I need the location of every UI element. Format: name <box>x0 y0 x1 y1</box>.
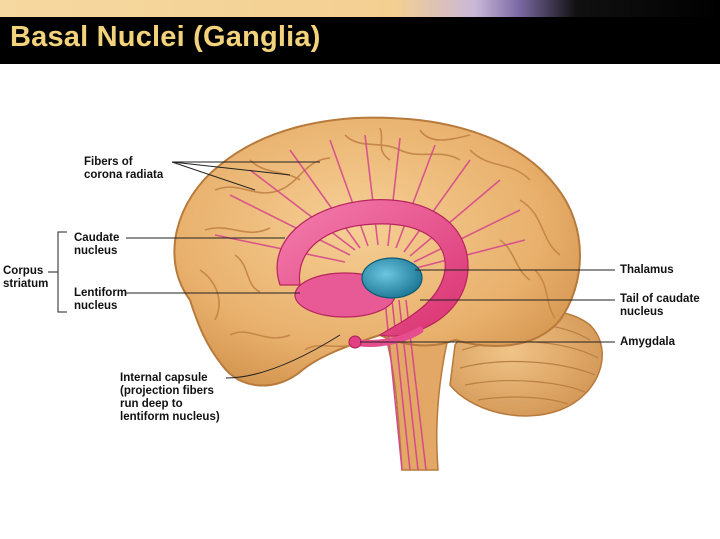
leader-lines <box>48 161 615 379</box>
label-internal-capsule: Internal capsule (projection fibers run … <box>120 372 220 423</box>
label-caudate-nucleus: Caudate nucleus <box>74 232 120 257</box>
cerebrum <box>173 116 581 387</box>
brain-diagram <box>48 116 615 471</box>
title-bar <box>0 17 720 64</box>
top-decorative-strip <box>0 0 720 17</box>
label-tail-of-caudate: Tail of caudate nucleus <box>620 293 700 318</box>
amygdala <box>348 335 362 349</box>
gyri-lines <box>199 127 561 351</box>
page-title: Basal Nuclei (Ganglia) <box>10 21 321 53</box>
thalamus <box>361 257 423 299</box>
caudate-tail <box>356 326 424 347</box>
label-corpus-striatum: Corpus striatum <box>3 265 49 290</box>
label-thalamus: Thalamus <box>620 264 674 276</box>
label-lentiform-nucleus: Lentiform nucleus <box>74 287 128 312</box>
label-corona-radiata: Fibers of corona radiata <box>84 156 164 181</box>
corona-radiata-fibers <box>214 134 526 269</box>
label-amygdala: Amygdala <box>620 336 675 348</box>
